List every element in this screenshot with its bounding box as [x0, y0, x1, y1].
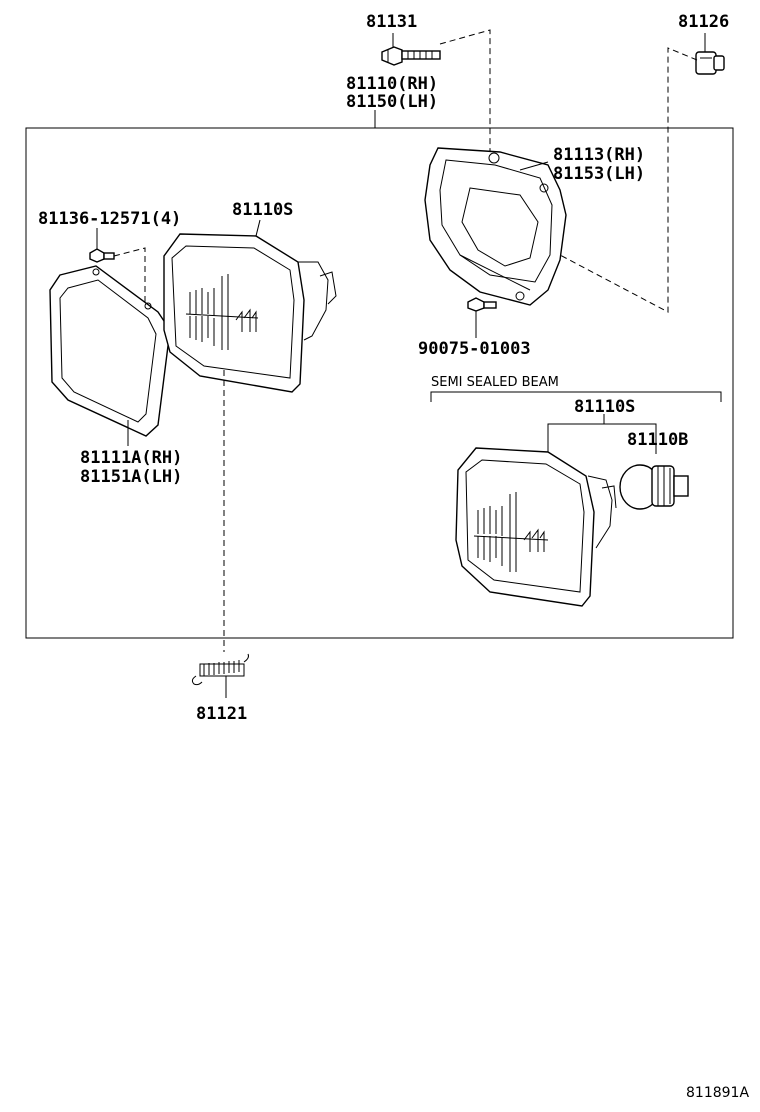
semi-unit-bracket [547, 423, 657, 460]
label-81121: 81121 [196, 704, 247, 724]
retaining-ring[interactable] [49, 265, 171, 437]
label-81110b: 81110B [627, 430, 688, 450]
clip-81126[interactable] [695, 51, 725, 75]
label-81113-rh: 81113(RH) [553, 145, 645, 165]
clip-dash-path [559, 47, 698, 313]
bolt-81131[interactable] [381, 46, 441, 66]
label-81126: 81126 [678, 12, 729, 32]
label-81111a-rh: 81111A(RH) [80, 448, 182, 468]
sealed-beam-unit[interactable] [163, 233, 337, 393]
headlamp-housing[interactable] [424, 147, 567, 306]
label-81110s-semi: 81110S [574, 397, 635, 417]
semi-sealed-bracket [430, 391, 722, 402]
label-81150-lh: 81150(LH) [346, 92, 438, 112]
screw-81136-dash [113, 247, 146, 302]
housing-leader [519, 161, 549, 171]
sealed-beam-leader [255, 219, 261, 237]
label-81136: 81136-12571(4) [38, 209, 181, 229]
label-semi-sealed-beam: SEMI SEALED BEAM [431, 375, 559, 390]
label-81153-lh: 81153(LH) [553, 164, 645, 184]
label-81110s: 81110S [232, 200, 293, 220]
diagram-id: 811891A [686, 1085, 749, 1101]
label-81131: 81131 [366, 12, 417, 32]
screw-81136[interactable] [89, 248, 115, 263]
screw-90075[interactable] [467, 297, 497, 312]
semi-sealed-beam-unit[interactable] [455, 447, 617, 607]
label-81110-rh: 81110(RH) [346, 74, 438, 94]
label-81151a-lh: 81151A(LH) [80, 467, 182, 487]
bolt-dash-path [439, 29, 491, 155]
label-90075: 90075-01003 [418, 339, 531, 359]
spring-81121[interactable] [191, 653, 249, 686]
assembly-frame [25, 127, 734, 639]
bulb-81110b[interactable] [619, 464, 689, 510]
semi-lens-pattern [473, 492, 549, 572]
lens-pattern [185, 274, 259, 350]
